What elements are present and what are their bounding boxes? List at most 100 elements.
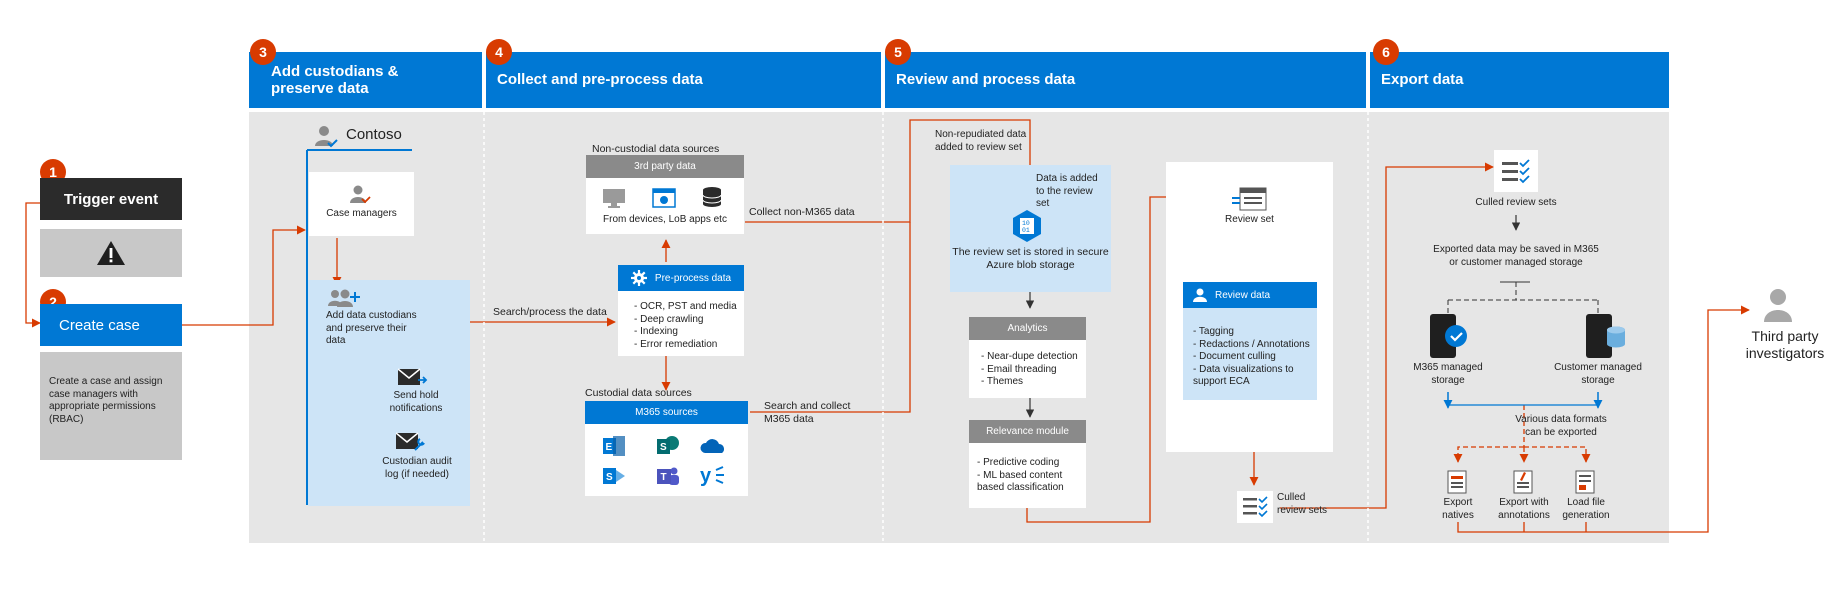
review-item: - Data visualizations to bbox=[1193, 363, 1294, 375]
analytics-item: - Email threading bbox=[981, 363, 1057, 375]
case-manager-icon bbox=[349, 184, 371, 204]
data-added-note: Data is added to the review set bbox=[1036, 173, 1098, 209]
review-item: - Tagging bbox=[1193, 326, 1234, 337]
analytics-card: - Near-dupe detection - Email threading … bbox=[969, 340, 1086, 398]
section-header-export: Export data bbox=[1370, 52, 1669, 108]
relevance-card: - Predictive coding - ML based content b… bbox=[969, 443, 1086, 508]
from-devices-label: From devices, LoB apps etc bbox=[603, 214, 727, 225]
review-set-stored-label: The review set is stored in secure Azure… bbox=[952, 246, 1109, 272]
load-file-icon bbox=[1575, 470, 1597, 496]
culled-export-card bbox=[1494, 150, 1538, 192]
third-party-card: From devices, LoB apps etc bbox=[586, 178, 744, 234]
investigator-icon bbox=[1762, 288, 1794, 322]
svg-text:E: E bbox=[606, 442, 613, 453]
section-header-custodians: Add custodians & preserve data bbox=[249, 52, 482, 108]
review-item: - Redactions / Annotations bbox=[1193, 338, 1310, 350]
svg-text:T: T bbox=[661, 472, 667, 483]
review-item: support ECA bbox=[1193, 376, 1250, 387]
database-icon bbox=[702, 186, 722, 208]
skype-icon: S bbox=[603, 466, 625, 486]
case-managers-label: Case managers bbox=[326, 208, 397, 219]
checklist-icon bbox=[1243, 496, 1269, 518]
relevance-item: - ML based content bbox=[977, 469, 1063, 481]
warning-box bbox=[40, 229, 182, 277]
load-file-label: Load file generation bbox=[1562, 497, 1610, 521]
relevance-item: based classification bbox=[977, 482, 1064, 493]
mail-send-icon bbox=[398, 366, 428, 388]
formats-note: Various data formats can be exported bbox=[1515, 414, 1607, 438]
svg-text:S: S bbox=[606, 472, 613, 483]
m365-storage-icon bbox=[1430, 314, 1468, 360]
review-set-label: Review set bbox=[1225, 214, 1274, 225]
gear-icon bbox=[630, 270, 647, 286]
analytics-header: Analytics bbox=[969, 317, 1086, 340]
section-header-review: Review and process data bbox=[885, 52, 1366, 108]
trigger-event-box: Trigger event bbox=[40, 178, 182, 220]
step-badge-4: 4 bbox=[486, 39, 512, 65]
review-data-header: Review data bbox=[1183, 282, 1317, 308]
preprocess-header: Pre-process data bbox=[618, 265, 744, 291]
checklist-icon bbox=[1502, 159, 1532, 185]
section-header-collect: Collect and pre-process data bbox=[486, 52, 881, 108]
relevance-header: Relevance module bbox=[969, 420, 1086, 443]
add-custodians-label: Add data custodians and preserve their d… bbox=[326, 310, 417, 346]
search-collect-label: Search and collect M365 data bbox=[764, 400, 851, 426]
svg-text:01: 01 bbox=[1022, 227, 1030, 234]
review-set-icon bbox=[1232, 187, 1268, 213]
case-managers-card: Case managers bbox=[309, 172, 414, 236]
create-case-box: Create case bbox=[40, 304, 182, 346]
export-annotations-icon bbox=[1513, 470, 1535, 496]
preprocess-card: - OCR, PST and media - Deep crawling - I… bbox=[618, 291, 744, 356]
yammer-icon: y bbox=[700, 464, 726, 486]
export-natives-icon bbox=[1447, 470, 1469, 496]
noncustodial-title: Non-custodial data sources bbox=[592, 143, 720, 155]
preprocess-item: - Deep crawling bbox=[634, 313, 704, 325]
analytics-item: - Themes bbox=[981, 376, 1024, 387]
org-name: Contoso bbox=[346, 126, 402, 143]
nonrepudiated-label: Non-repudiated data added to review set bbox=[935, 129, 1027, 153]
exchange-icon: E bbox=[603, 436, 625, 456]
custodial-title: Custodial data sources bbox=[585, 387, 692, 399]
mail-audit-icon bbox=[396, 430, 426, 452]
saved-note: Exported data may be saved in M365 or cu… bbox=[1433, 244, 1599, 268]
m365-sources-card: E S S T y bbox=[585, 424, 748, 496]
relevance-item: - Predictive coding bbox=[977, 457, 1060, 468]
step-badge-6: 6 bbox=[1373, 39, 1399, 65]
preprocess-item: - Indexing bbox=[634, 326, 678, 337]
teams-icon: T bbox=[657, 466, 679, 486]
sharepoint-icon: S bbox=[657, 436, 679, 456]
create-case-description: Create a case and assign case managers w… bbox=[40, 352, 182, 460]
collect-non-m365-label: Collect non-M365 data bbox=[749, 206, 855, 218]
onedrive-icon bbox=[700, 438, 728, 454]
m365-sources-header: M365 sources bbox=[585, 401, 748, 424]
review-item: - Document culling bbox=[1193, 351, 1276, 362]
user-check-icon bbox=[314, 124, 338, 148]
customer-storage-label: Customer managed storage bbox=[1554, 362, 1642, 386]
analytics-item: - Near-dupe detection bbox=[981, 351, 1078, 362]
custodian-panel bbox=[308, 280, 470, 506]
preprocess-item: - Error remediation bbox=[634, 338, 718, 350]
culled-sets-card bbox=[1237, 491, 1273, 523]
hold-notifications-label: Send hold notifications bbox=[389, 390, 443, 414]
svg-text:y: y bbox=[700, 465, 712, 486]
preprocess-item: - OCR, PST and media bbox=[634, 301, 737, 312]
step-badge-5: 5 bbox=[885, 39, 911, 65]
m365-storage-label: M365 managed storage bbox=[1413, 362, 1483, 386]
add-users-icon bbox=[328, 288, 360, 308]
step-badge-3: 3 bbox=[250, 39, 276, 65]
monitor-icon bbox=[602, 188, 626, 208]
reviewer-icon bbox=[1193, 288, 1207, 302]
third-party-investigators-label: Third party investigators bbox=[1745, 328, 1825, 361]
customer-storage-icon bbox=[1586, 314, 1626, 360]
svg-text:10: 10 bbox=[1022, 220, 1030, 227]
web-app-icon bbox=[652, 188, 676, 208]
culled-export-label: Culled review sets bbox=[1475, 197, 1557, 208]
audit-log-label: Custodian audit log (if needed) bbox=[382, 456, 452, 480]
third-party-header: 3rd party data bbox=[586, 155, 744, 178]
search-process-label: Search/process the data bbox=[493, 306, 607, 318]
review-data-body: - Tagging - Redactions / Annotations - D… bbox=[1183, 308, 1317, 400]
svg-text:S: S bbox=[660, 442, 667, 453]
culled-review-sets-label: Culled review sets bbox=[1277, 492, 1328, 516]
